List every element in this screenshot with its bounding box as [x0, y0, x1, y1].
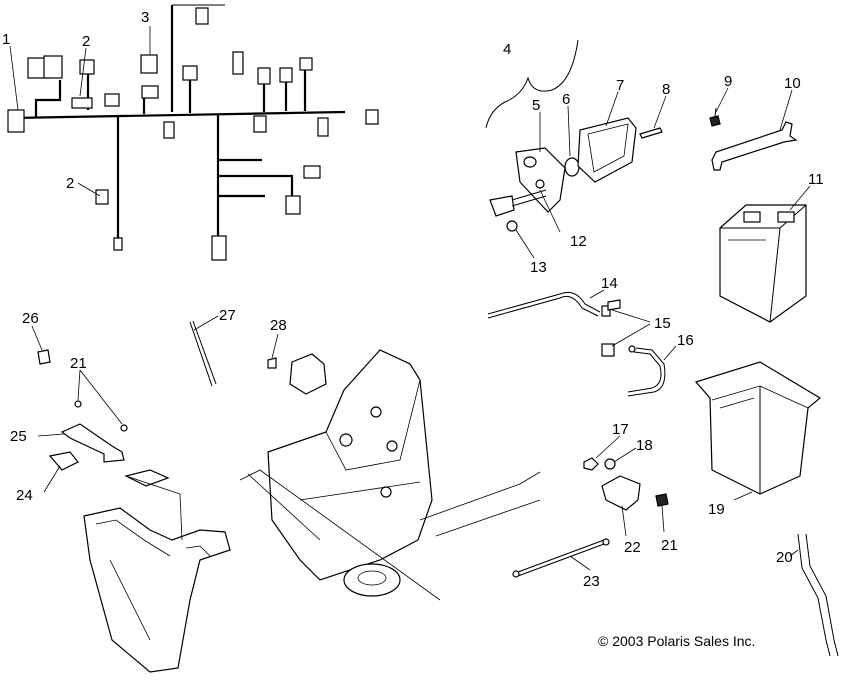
callout-8: 8 — [662, 81, 670, 98]
callout-22: 22 — [624, 539, 641, 556]
battery-cables — [487, 291, 666, 397]
callout-6: 6 — [562, 91, 570, 108]
light-assembly — [485, 39, 663, 232]
battery-bracket — [709, 107, 798, 171]
center-frame — [239, 349, 541, 601]
callout-26: 26 — [22, 310, 39, 327]
callout-17: 17 — [612, 421, 629, 438]
vent-tube — [797, 533, 839, 657]
callout-3: 3 — [141, 9, 149, 26]
callout-10: 10 — [784, 75, 801, 92]
callout-5: 5 — [532, 97, 540, 114]
copyright-notice: © 2003 Polaris Sales Inc. — [598, 633, 755, 649]
leader-lines — [9, 26, 811, 571]
callout-7: 7 — [616, 77, 624, 94]
callout-13: 13 — [530, 259, 547, 276]
misc-brackets — [37, 320, 327, 487]
callout-9: 9 — [724, 73, 732, 90]
callout-19: 19 — [708, 501, 725, 518]
callout-14: 14 — [601, 275, 618, 292]
callout-15: 15 — [654, 315, 671, 332]
callout-4: 4 — [503, 41, 511, 58]
callout-21-left: 21 — [70, 355, 87, 372]
solenoid-group — [512, 457, 669, 578]
callout-23: 23 — [583, 573, 600, 590]
callout-1: 1 — [2, 31, 10, 48]
callout-11: 11 — [808, 171, 824, 188]
callout-2-mid: 2 — [66, 175, 74, 192]
battery — [719, 204, 807, 323]
callout-20: 20 — [776, 549, 793, 566]
callout-24: 24 — [16, 487, 33, 504]
callout-27: 27 — [219, 307, 236, 324]
callout-16: 16 — [677, 332, 694, 349]
battery-box — [694, 361, 822, 495]
callout-25: 25 — [10, 428, 27, 445]
callout-28: 28 — [270, 317, 287, 334]
front-bumper — [83, 475, 231, 673]
wiring-harness — [7, 4, 379, 261]
callout-12: 12 — [570, 233, 587, 250]
callout-2-top: 2 — [82, 33, 90, 50]
callout-labels: 1 2 2 3 4 5 6 7 8 9 10 11 12 13 14 15 16… — [2, 9, 824, 590]
callout-18: 18 — [636, 437, 653, 454]
callout-21-right: 21 — [661, 537, 678, 554]
